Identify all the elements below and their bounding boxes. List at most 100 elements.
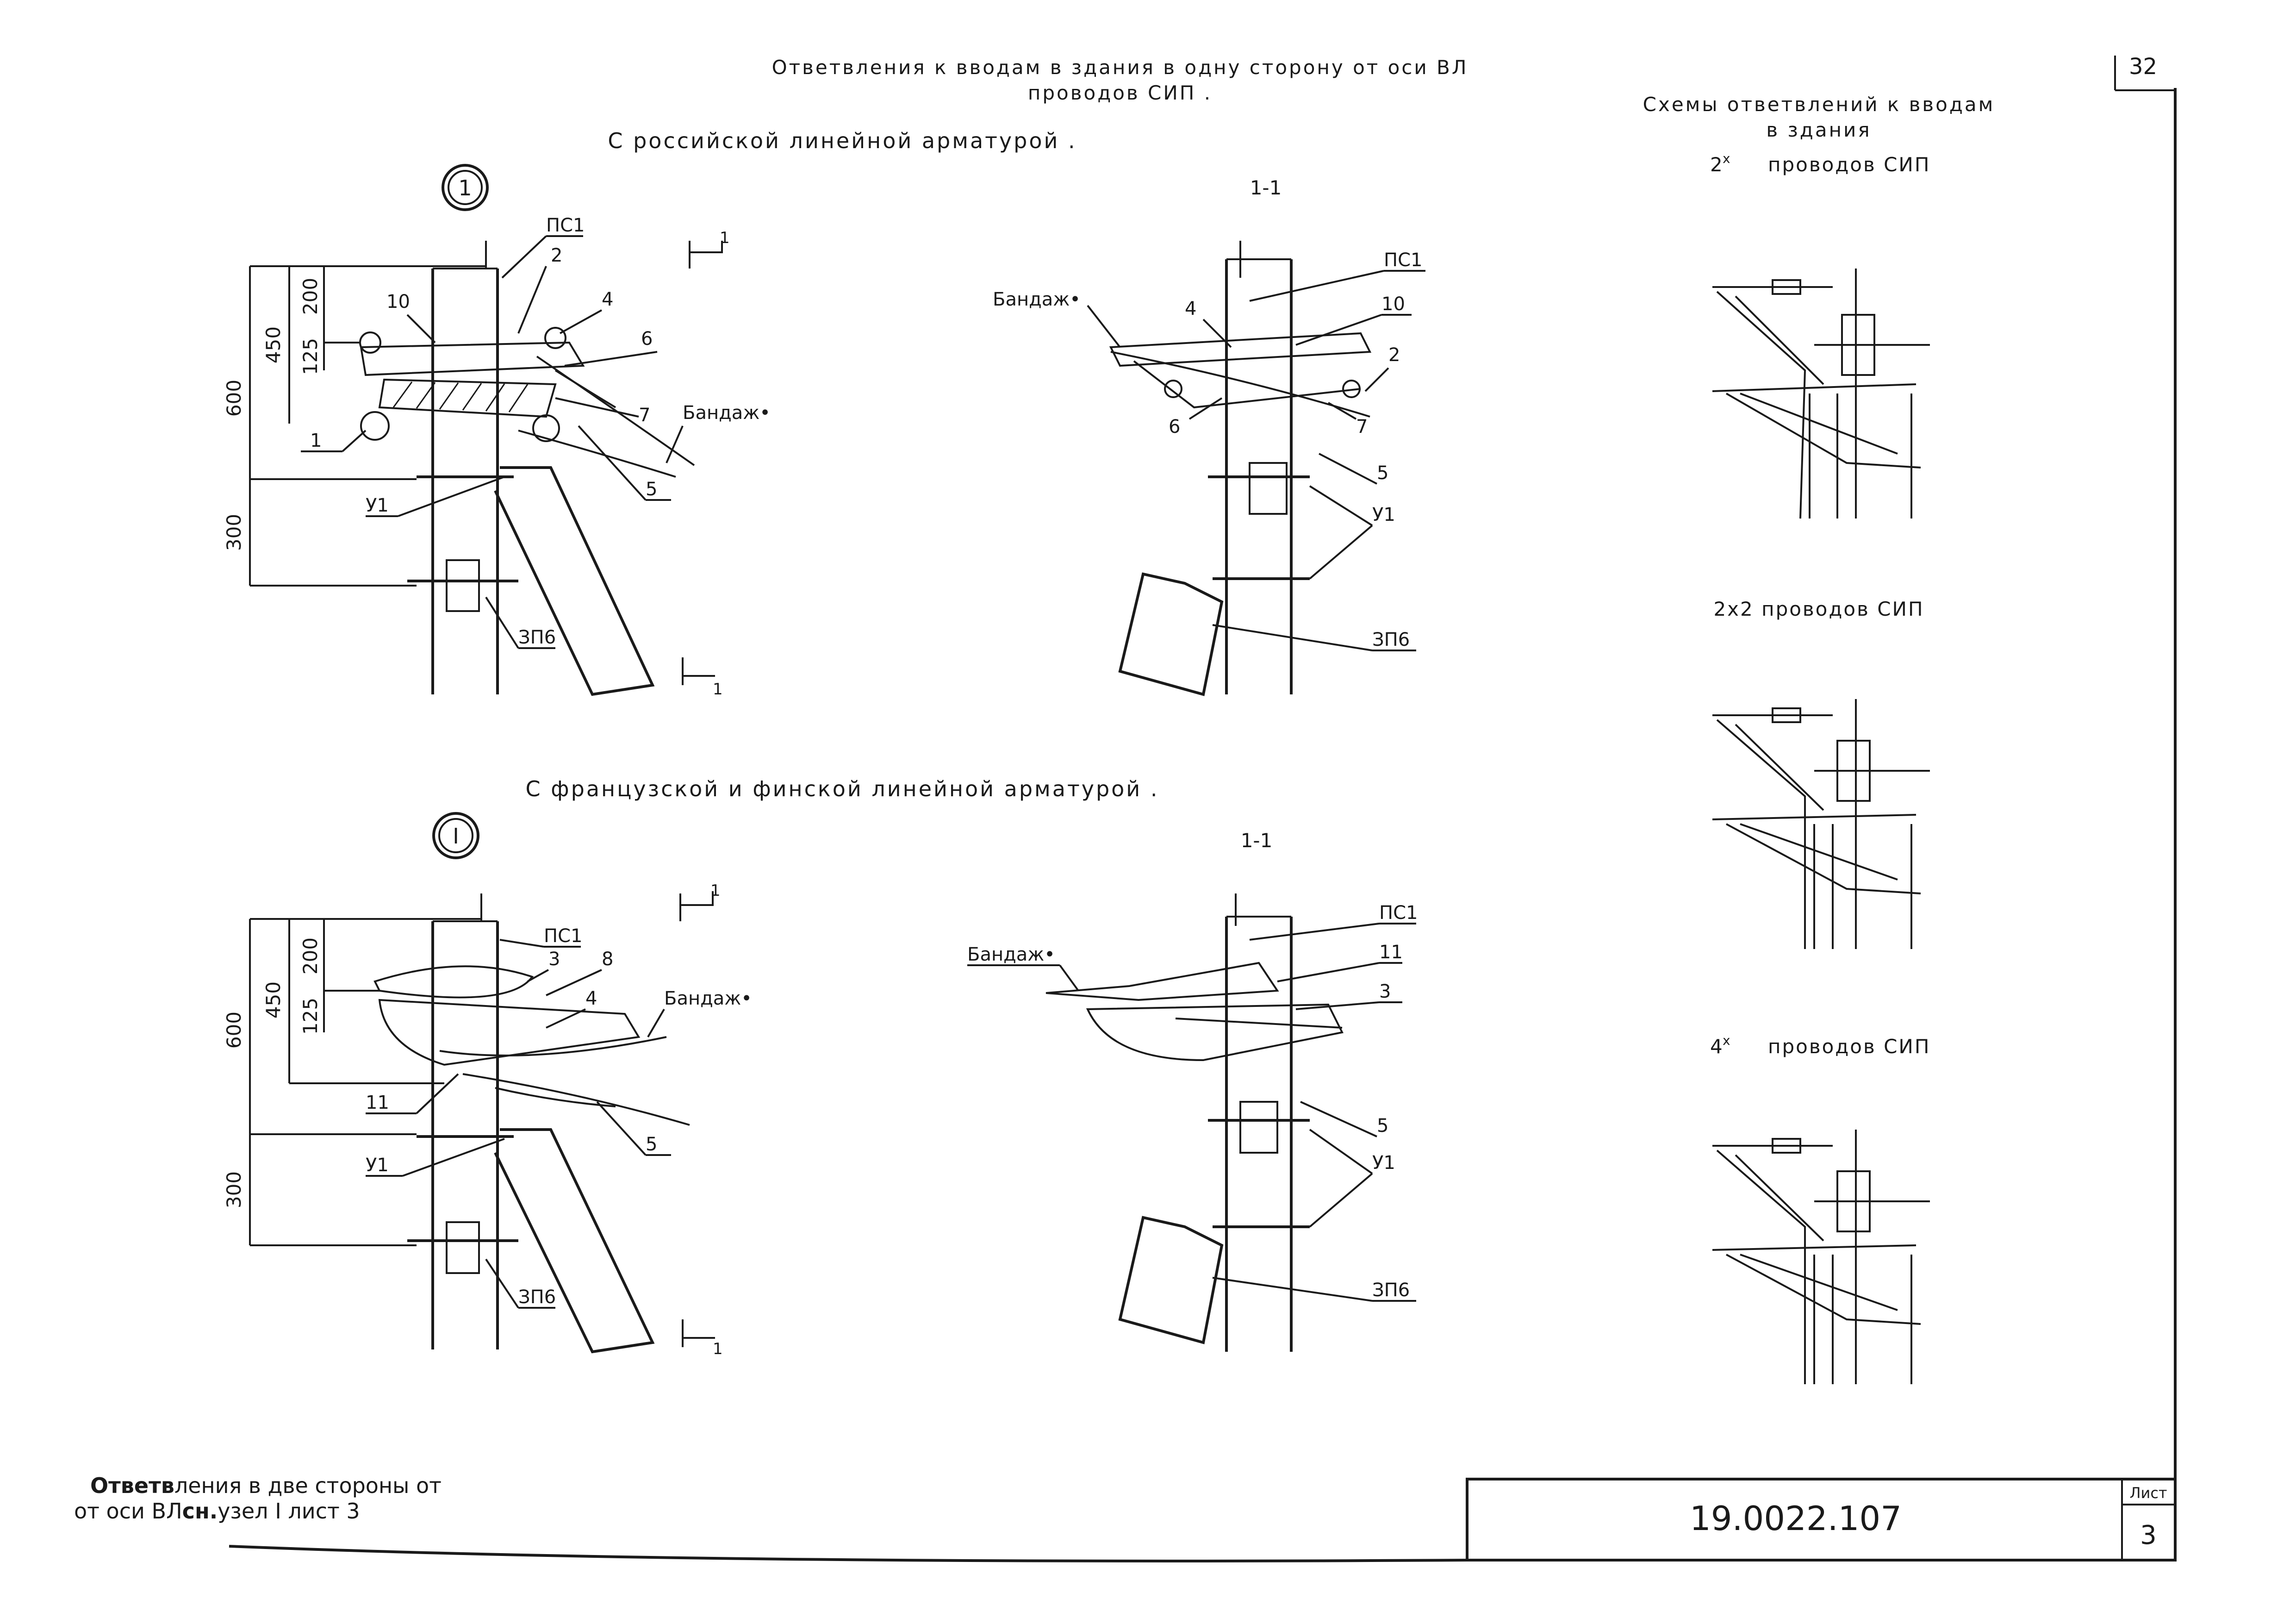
- cut-label-top: 1: [710, 881, 721, 900]
- scheme-1-prefix: 2: [1710, 153, 1723, 176]
- label-5: 5: [1377, 462, 1388, 484]
- scheme-1-mark: x: [1723, 151, 1730, 166]
- nut-1: [359, 331, 381, 354]
- label-zp6: ЗП6: [1372, 1280, 1410, 1301]
- clamp-bracket: [1239, 1101, 1278, 1154]
- label-bandage: Бандаж•: [967, 944, 1055, 965]
- label-bandage: Бандаж•: [993, 289, 1081, 310]
- label-bandage: Бандаж•: [664, 988, 752, 1009]
- node-marker-label: 1: [458, 175, 472, 200]
- cable-2: [518, 430, 676, 478]
- dim-600: 600: [223, 1012, 245, 1049]
- label-bandage: Бандаж•: [683, 402, 771, 424]
- label-3: 3: [1379, 981, 1391, 1002]
- cut-mark-bottom: [682, 657, 715, 685]
- label-zp6: ЗП6: [518, 1287, 556, 1308]
- label-ps1: ПС1: [546, 215, 585, 236]
- scheme-3-mark: x: [1723, 1033, 1730, 1048]
- label-ps1: ПС1: [1379, 902, 1418, 924]
- scheme-3: 4 x проводов СИП: [1710, 1033, 1930, 1384]
- label-ps1: ПС1: [1384, 250, 1422, 271]
- footer-note-line2-a: от оси ВЛ: [74, 1499, 182, 1524]
- page-number: 32: [2129, 54, 2157, 80]
- dim-300: 300: [223, 1171, 245, 1208]
- strut: [494, 1128, 655, 1354]
- section-label-bottom: 1-1: [1241, 829, 1273, 852]
- bracket-upper: [360, 341, 585, 376]
- sheet-number: 3: [2140, 1520, 2157, 1550]
- nut-2: [544, 327, 566, 349]
- cut-label-bottom: 1: [713, 680, 723, 699]
- label-5: 5: [646, 479, 657, 500]
- cable-1: [1110, 351, 1370, 418]
- dim-450: 450: [262, 326, 285, 363]
- label-5: 5: [646, 1134, 657, 1155]
- top-subtitle: С российской линейной арматурой .: [608, 128, 1076, 153]
- scheme-2: 2x2 проводов СИП: [1712, 598, 1930, 949]
- label-zp6: ЗП6: [1372, 629, 1410, 650]
- scheme-1: 2 x проводов СИП: [1710, 151, 1930, 519]
- label-u1: У1: [1372, 1152, 1395, 1174]
- cut-mark-top: [679, 891, 714, 921]
- node-marker-circle: [442, 164, 489, 211]
- clamp-bracket: [1249, 462, 1288, 515]
- label-u1: У1: [366, 1155, 389, 1176]
- footer-note-line2: от оси ВЛсн.узел I лист 3: [74, 1499, 360, 1524]
- schemes-title-line2: в здания: [1766, 119, 1871, 141]
- node-marker-inner: [448, 170, 483, 205]
- label-u1: У1: [1372, 504, 1395, 525]
- dim-125: 125: [299, 998, 322, 1035]
- strut-section: [1118, 572, 1224, 696]
- strut: [494, 466, 655, 696]
- crossarm: [1109, 332, 1372, 367]
- clamp-bracket: [446, 559, 480, 612]
- bracket-hatched: [378, 378, 557, 418]
- cable-1: [439, 1036, 667, 1056]
- footer-note-line2-b: узел I лист 3: [218, 1499, 360, 1524]
- sheet-label: Лист: [2129, 1484, 2167, 1502]
- cut-mark-top: [689, 241, 723, 269]
- cut-mark-bottom: [682, 1319, 715, 1347]
- label-7: 7: [639, 405, 650, 426]
- dim-450: 450: [262, 981, 285, 1018]
- dim-125: 125: [299, 338, 322, 375]
- label-10: 10: [1381, 294, 1405, 315]
- dim-600: 600: [223, 380, 245, 417]
- label-1: 1: [310, 430, 322, 451]
- strut-section: [1118, 1216, 1224, 1344]
- node-marker-circle: [432, 812, 479, 859]
- footer-baseline: [229, 1545, 1468, 1562]
- section-label-top: 1-1: [1250, 176, 1282, 199]
- label-7: 7: [1356, 416, 1368, 437]
- dim-200: 200: [299, 937, 322, 974]
- cable-1: [1175, 1018, 1343, 1029]
- label-2: 2: [551, 245, 562, 266]
- label-4: 4: [585, 988, 597, 1009]
- insulator-upper: [373, 965, 534, 999]
- top-right-view: 1-1 ПС1 Бандаж• 4 10 2 6 7 5 У1 ЗП6: [993, 176, 1425, 696]
- scheme-2-label: 2x2 проводов СИП: [1713, 598, 1924, 620]
- scheme-3-label: проводов СИП: [1768, 1035, 1930, 1058]
- label-11: 11: [1379, 942, 1403, 963]
- label-3: 3: [548, 949, 560, 970]
- dim-200: 200: [299, 278, 322, 315]
- dim-300: 300: [223, 514, 245, 551]
- bracket-lower: [378, 999, 641, 1066]
- cable-2: [462, 1073, 690, 1126]
- label-u1: У1: [366, 495, 389, 516]
- label-8: 8: [602, 949, 613, 970]
- bracket-lower: [1086, 1003, 1344, 1062]
- hook-2: [532, 414, 560, 442]
- label-2: 2: [1388, 344, 1400, 366]
- header-title-line2: проводов СИП .: [1028, 81, 1212, 104]
- cut-label-top: 1: [720, 229, 730, 247]
- insulator: [1045, 962, 1279, 1001]
- label-10: 10: [386, 291, 410, 312]
- label-6: 6: [641, 328, 653, 350]
- cut-label-bottom: 1: [713, 1340, 723, 1358]
- footer-note-line1-rest: ления в две стороны от: [174, 1473, 442, 1498]
- label-11: 11: [366, 1092, 389, 1113]
- schemes-title-line1: Схемы ответвлений к вводам: [1643, 93, 1995, 116]
- bottom-subtitle: С французской и финской линейной арматур…: [526, 776, 1159, 801]
